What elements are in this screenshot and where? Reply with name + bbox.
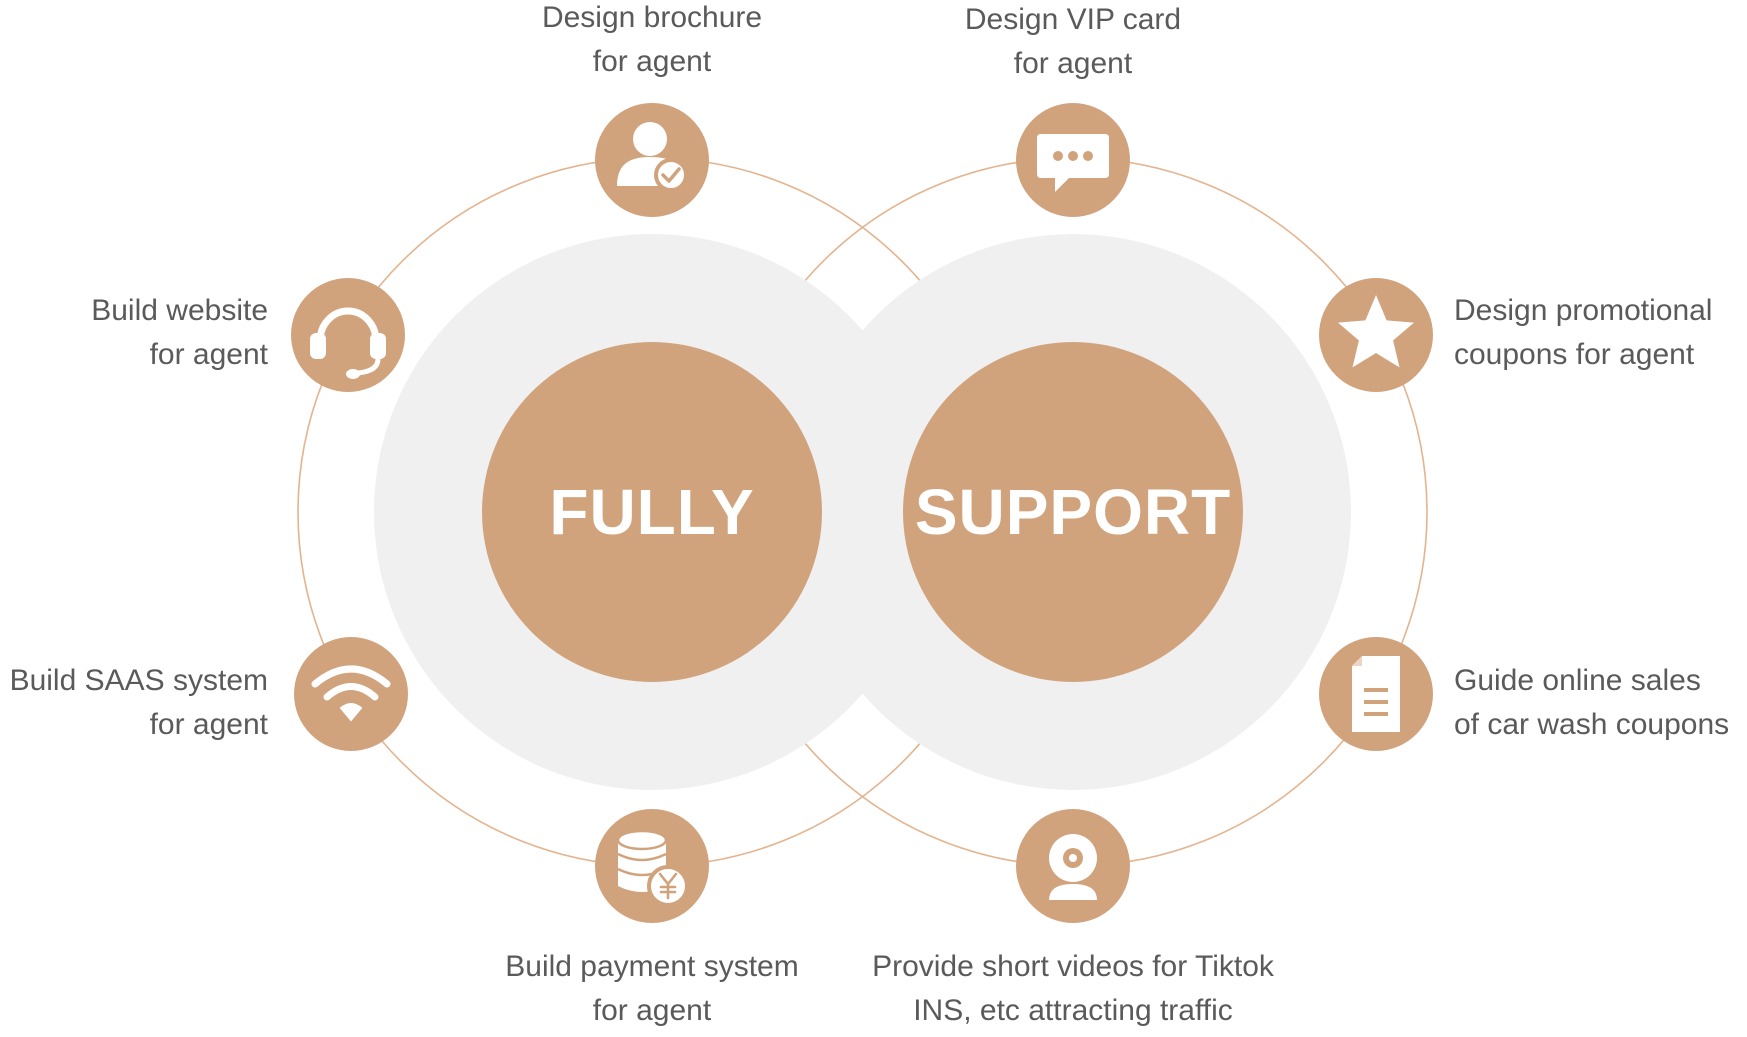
label-line: for agent (149, 708, 268, 741)
support-circle (903, 342, 1243, 682)
label-line: of car wash coupons (1454, 708, 1730, 741)
label-line: for agent (592, 45, 712, 78)
center-word-support: SUPPORT (914, 476, 1232, 548)
node-coins (595, 809, 709, 923)
label-line: for agent (592, 994, 712, 1027)
node-chat (1016, 103, 1130, 217)
headset-icon (310, 307, 386, 379)
label-build-saas-system: Build SAAS system for agent (0, 659, 268, 747)
node-wifi (294, 637, 408, 751)
fully-circle (482, 342, 822, 682)
star-icon (1338, 295, 1414, 368)
chat-bubble-icon (1037, 134, 1109, 192)
node-star (1319, 278, 1433, 392)
label-line: Design brochure (541, 1, 763, 34)
document-icon (1352, 656, 1400, 732)
webcam-icon (1049, 834, 1097, 900)
label-line: for agent (149, 338, 268, 371)
label-design-vip-card: Design VIP card for agent (873, 0, 1273, 86)
node-document (1319, 637, 1433, 751)
label-line: INS, etc attracting traffic (913, 994, 1233, 1027)
node-headset (291, 278, 405, 392)
label-provide-short-videos: Provide short videos for Tiktok INS, etc… (823, 945, 1323, 1033)
label-guide-online-sales: Guide online sales of car wash coupons (1454, 659, 1744, 747)
label-line: Design promotional (1454, 294, 1713, 327)
label-line: Build payment system (505, 950, 799, 983)
label-design-promotional-coupons: Design promotional coupons for agent (1454, 289, 1744, 377)
node-webcam (1016, 809, 1130, 923)
coins-yen-icon (616, 829, 689, 907)
node-user-check (595, 103, 709, 217)
label-line: coupons for agent (1454, 338, 1695, 371)
label-line: Provide short videos for Tiktok (872, 950, 1274, 983)
center-word-fully: FULLY (549, 476, 755, 548)
label-line: Build SAAS system (9, 664, 268, 697)
label-design-brochure: Design brochure for agent (452, 0, 852, 84)
label-line: Design VIP card (964, 3, 1182, 36)
wifi-icon (311, 665, 391, 722)
user-check-icon (617, 122, 688, 192)
label-line: for agent (1013, 47, 1133, 80)
label-line: Guide online sales (1454, 664, 1701, 697)
label-build-payment-system: Build payment system for agent (452, 945, 852, 1033)
label-build-website: Build website for agent (0, 289, 268, 377)
label-line: Build website (91, 294, 268, 327)
